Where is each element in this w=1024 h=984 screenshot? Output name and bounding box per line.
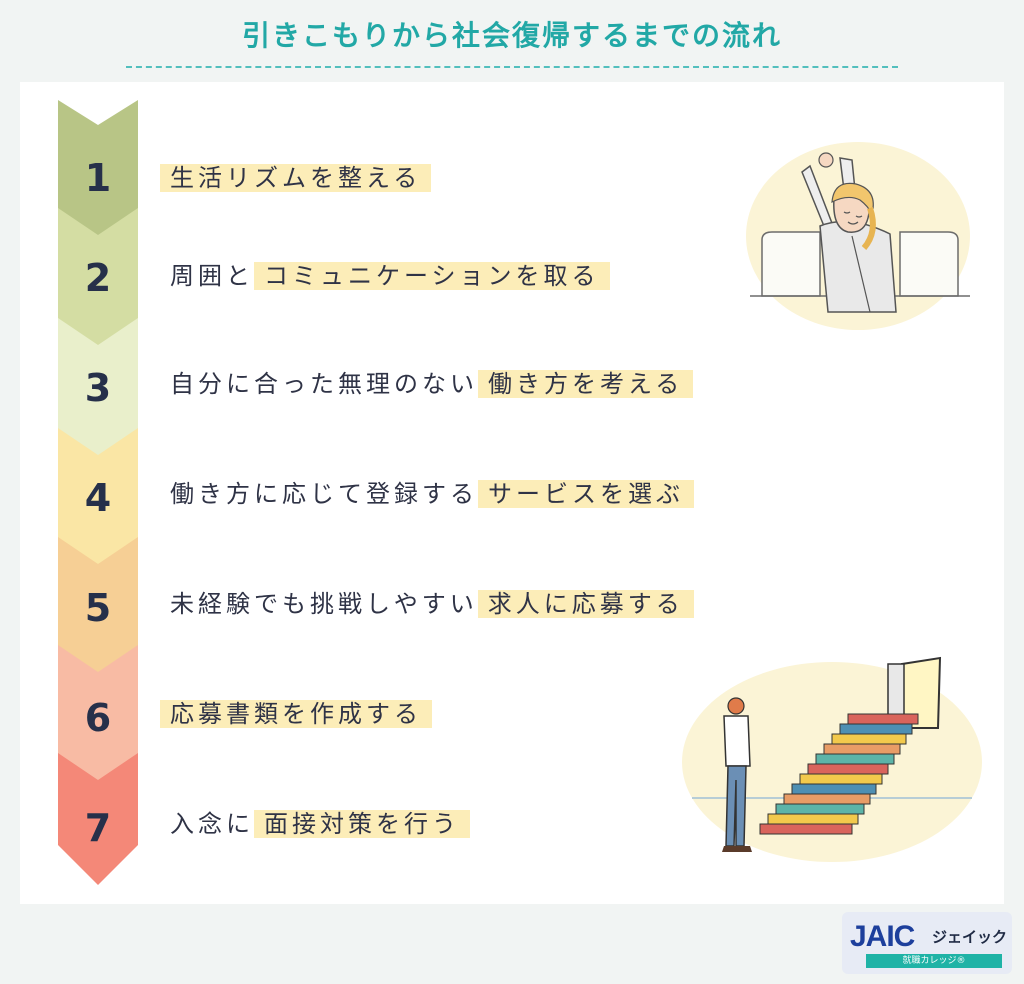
step-chevron-6 — [58, 645, 138, 785]
step-highlight-6: 応募書類を作成する — [160, 700, 432, 728]
step-chevron-3 — [58, 318, 138, 458]
step-highlight-1: 生活リズムを整える — [160, 164, 432, 192]
step-chevron-4 — [58, 428, 138, 568]
chevron-shape-6 — [58, 645, 138, 785]
title-divider — [126, 66, 898, 68]
step-number-4: 4 — [84, 476, 112, 520]
step-plain-7: 入念に — [170, 810, 254, 838]
step-highlight-2: コミュニケーションを取る — [254, 262, 610, 290]
logo-brand: JAIC — [850, 920, 915, 953]
step-number-1: 1 — [84, 156, 112, 200]
step-highlight-3: 働き方を考える — [478, 370, 694, 398]
chevron-shape-5 — [58, 537, 138, 677]
step-plain-2: 周囲と — [170, 262, 254, 290]
step-plain-5: 未経験でも挑戦しやすい — [170, 590, 478, 618]
step-text-7: 入念に面接対策を行う — [170, 806, 470, 842]
logo-kana: ジェイック — [932, 928, 1008, 946]
step-number-5: 5 — [84, 586, 112, 630]
jaic-logo: JAIC ジェイック 就職カレッジ® — [842, 912, 1012, 974]
step-highlight-5: 求人に応募する — [477, 590, 694, 618]
chevron-shape-7 — [58, 753, 138, 885]
step-number-2: 2 — [84, 256, 112, 300]
page-title: 引きこもりから社会復帰するまでの流れ — [241, 19, 782, 52]
chevron-shape-2 — [58, 208, 138, 348]
step-chevron-2 — [58, 208, 138, 348]
step-text-1: 生活リズムを整える — [160, 160, 432, 196]
step-number-7: 7 — [84, 806, 112, 850]
step-text-5: 未経験でも挑戦しやすい求人に応募する — [170, 586, 694, 622]
stretching-person-illustration — [740, 136, 980, 336]
step-number-3: 3 — [84, 366, 112, 410]
step-number-6: 6 — [84, 696, 112, 740]
chevron-shape-1 — [58, 100, 138, 240]
stairs-to-door-illustration — [672, 650, 984, 872]
chevron-shape-3 — [58, 318, 138, 458]
step-plain-4: 働き方に応じて登録する — [170, 480, 478, 508]
step-text-6: 応募書類を作成する — [160, 696, 432, 732]
step-chevron-1 — [58, 100, 138, 240]
step-highlight-4: サービスを選ぶ — [478, 480, 694, 508]
logo-tagline: 就職カレッジ® — [866, 954, 1002, 968]
step-text-2: 周囲とコミュニケーションを取る — [170, 258, 610, 294]
chevron-shape-4 — [58, 428, 138, 568]
step-text-3: 自分に合った無理のない働き方を考える — [170, 366, 694, 402]
step-chevron-7 — [58, 753, 138, 885]
step-text-4: 働き方に応じて登録するサービスを選ぶ — [170, 476, 694, 512]
step-highlight-7: 面接対策を行う — [254, 810, 470, 838]
step-plain-3: 自分に合った無理のない — [170, 370, 478, 398]
step-chevron-5 — [58, 537, 138, 677]
